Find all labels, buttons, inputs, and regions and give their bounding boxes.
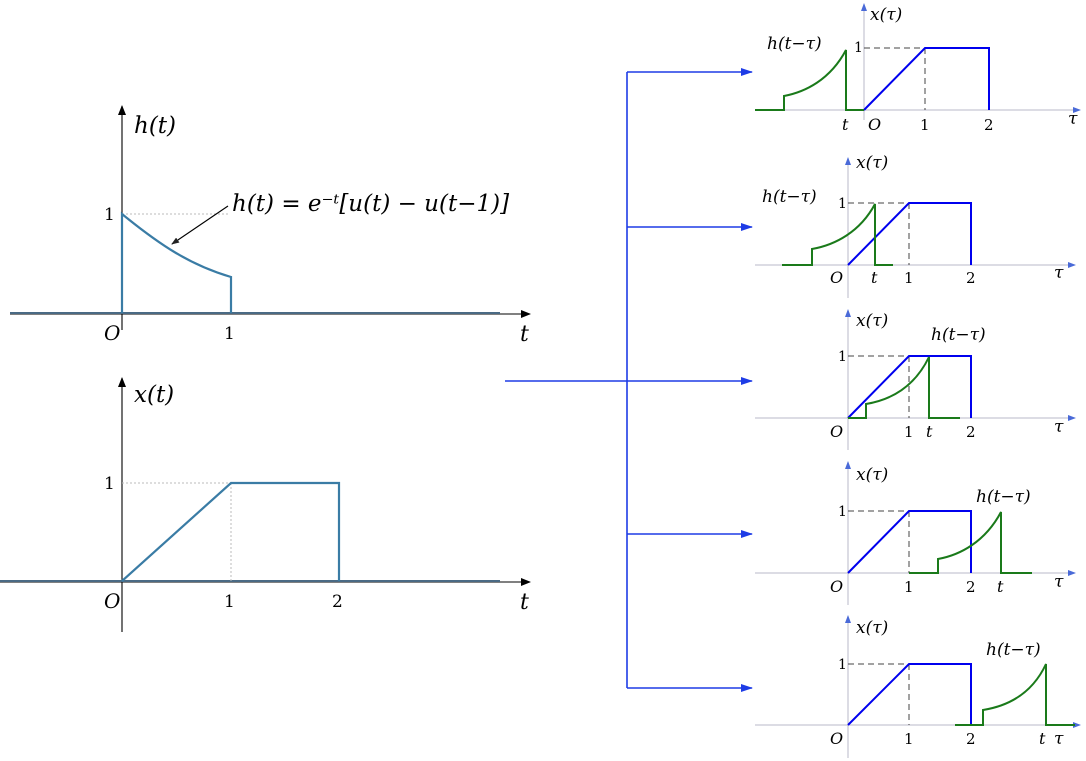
p2-ytick: 1: [838, 196, 847, 212]
p5-xlabel: τ: [1054, 729, 1064, 749]
p3-xlabel: τ: [1054, 417, 1064, 437]
h-ytick-1: 1: [104, 205, 115, 225]
p4-h-tau: [909, 511, 1032, 574]
x-ylabel: x(t): [134, 382, 174, 408]
p5-label-1: 1: [904, 730, 914, 748]
p3-label-2: 2: [966, 423, 976, 441]
p5-h-tau: [955, 663, 1075, 726]
p1-xlabel: τ: [1068, 109, 1078, 129]
h-curve: [120, 211, 233, 313]
h-formula: h(t) = e⁻ᵗ[u(t) − u(t−1)]: [232, 191, 509, 217]
p4-label-1: 1: [904, 578, 914, 596]
p1-x-tau: [863, 47, 990, 111]
h-ylabel: h(t): [134, 113, 176, 139]
x-curve: [121, 481, 341, 582]
p3-hlabel: h(t−τ): [931, 325, 986, 345]
p4-hlabel: h(t−τ): [976, 487, 1031, 507]
p1-h-tau: [755, 49, 864, 111]
p4-x-tau: [847, 510, 972, 574]
p3-ytick: 1: [838, 349, 847, 365]
p2-label-2: 2: [966, 269, 976, 287]
p1-ylabel: x(τ): [870, 5, 902, 25]
p2-hlabel: h(t−τ): [762, 187, 817, 207]
x-xlabel: t: [520, 590, 529, 615]
p3-label-t: t: [926, 422, 933, 441]
p5-label-2: 2: [966, 730, 976, 748]
panel-5: x(τ) h(t−τ) τ 1 O 1 2 t: [755, 615, 1081, 758]
p2-x-tau: [847, 202, 972, 266]
x-origin: O: [104, 589, 120, 613]
p3-x-tau: [847, 355, 972, 419]
p1-label-t: t: [842, 115, 849, 134]
x-plot: x(t) t O 1 1 2: [0, 377, 531, 632]
p4-xlabel: τ: [1054, 572, 1064, 592]
p5-x-tau: [847, 663, 972, 726]
p5-label-O: O: [830, 729, 843, 748]
p4-ylabel: x(τ): [856, 465, 888, 485]
x-xtick-2: 2: [332, 592, 343, 612]
p3-label-1: 1: [904, 423, 914, 441]
h-plot: h(t) t O 1 1 h(t) = e⁻ᵗ[u(t) − u(t−1)]: [10, 105, 531, 347]
p2-label-1: 1: [904, 269, 914, 287]
p5-hlabel: h(t−τ): [986, 640, 1041, 660]
p1-label-2: 2: [984, 116, 994, 134]
p2-ylabel: x(τ): [856, 153, 888, 173]
formula-pointer: [171, 205, 229, 245]
panel-1: x(τ) h(t−τ) τ 1 t O 1 2: [755, 3, 1081, 134]
x-xtick-1: 1: [224, 592, 235, 612]
h-xtick-1: 1: [224, 324, 235, 344]
p2-label-t: t: [871, 268, 878, 287]
p4-label-O: O: [830, 577, 843, 596]
x-ytick-1: 1: [104, 474, 115, 494]
p1-ytick: 1: [854, 40, 863, 56]
p4-label-t: t: [997, 577, 1004, 596]
panel-4: x(τ) h(t−τ) τ 1 O 1 2 t: [755, 461, 1076, 605]
h-origin: O: [104, 321, 120, 345]
p2-xlabel: τ: [1054, 263, 1064, 283]
connector-arrows: [505, 68, 753, 692]
p3-label-O: O: [830, 422, 843, 441]
p5-ytick: 1: [838, 657, 847, 673]
p1-label-O: O: [868, 115, 881, 134]
p2-h-tau: [782, 203, 893, 266]
panel-2: x(τ) h(t−τ) τ 1 O t 1 2: [755, 153, 1076, 298]
p5-label-t: t: [1039, 729, 1046, 748]
panel-3: x(τ) h(t−τ) τ 1 O 1 t 2: [755, 309, 1076, 450]
p2-label-O: O: [830, 268, 843, 287]
p1-hlabel: h(t−τ): [767, 34, 822, 54]
p3-h-tau: [848, 356, 960, 419]
p5-ylabel: x(τ): [856, 618, 888, 638]
p4-ytick: 1: [838, 504, 847, 520]
h-xlabel: t: [520, 322, 529, 347]
p3-ylabel: x(τ): [856, 311, 888, 331]
p1-label-1: 1: [920, 116, 930, 134]
p4-label-2: 2: [966, 578, 976, 596]
